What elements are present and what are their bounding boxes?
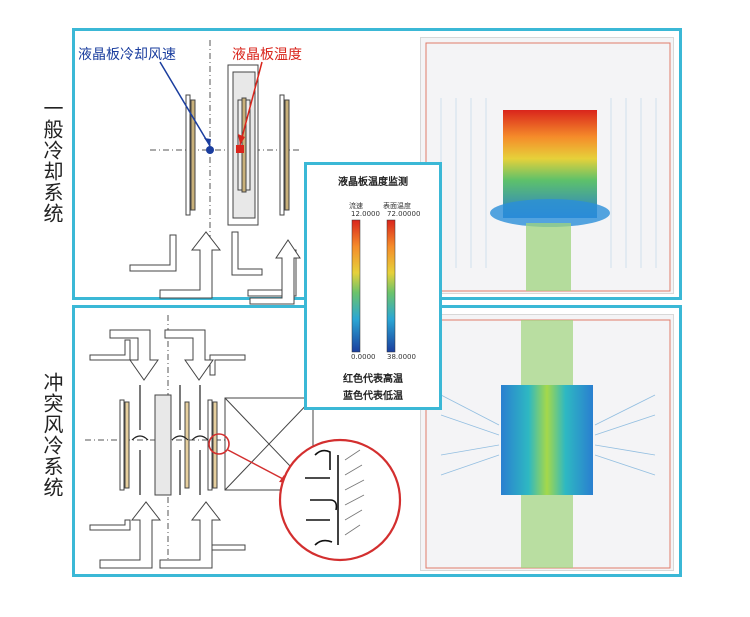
lcd-air-speed-label: 液晶板冷却风速	[78, 47, 176, 63]
legend-speed-header: 流速	[349, 202, 363, 210]
temp-color-scale	[386, 219, 396, 353]
impingement-cooling-label: 冲突风冷系统	[40, 372, 64, 498]
legend-speed-min: 0.0000	[351, 353, 376, 361]
impingement-cooling-simulation	[420, 314, 674, 571]
legend-temp-header: 表面温度	[383, 202, 411, 210]
temperature-legend: 液晶板温度监测 流速 表面温度 12.0000 72.00000 0.0000 …	[304, 162, 442, 410]
general-cooling-simulation	[420, 37, 674, 294]
legend-blue-note: 蓝色代表低温	[343, 391, 403, 402]
legend-title: 液晶板温度监测	[338, 177, 408, 188]
speed-color-scale	[351, 219, 361, 353]
legend-red-note: 红色代表高温	[343, 374, 403, 385]
legend-temp-max: 72.00000	[387, 210, 421, 218]
lcd-temperature-label: 液晶板温度	[232, 47, 302, 63]
legend-speed-max: 12.0000	[351, 210, 380, 218]
general-cooling-label: 一般冷却系统	[40, 98, 64, 224]
legend-temp-min: 38.0000	[387, 353, 416, 361]
